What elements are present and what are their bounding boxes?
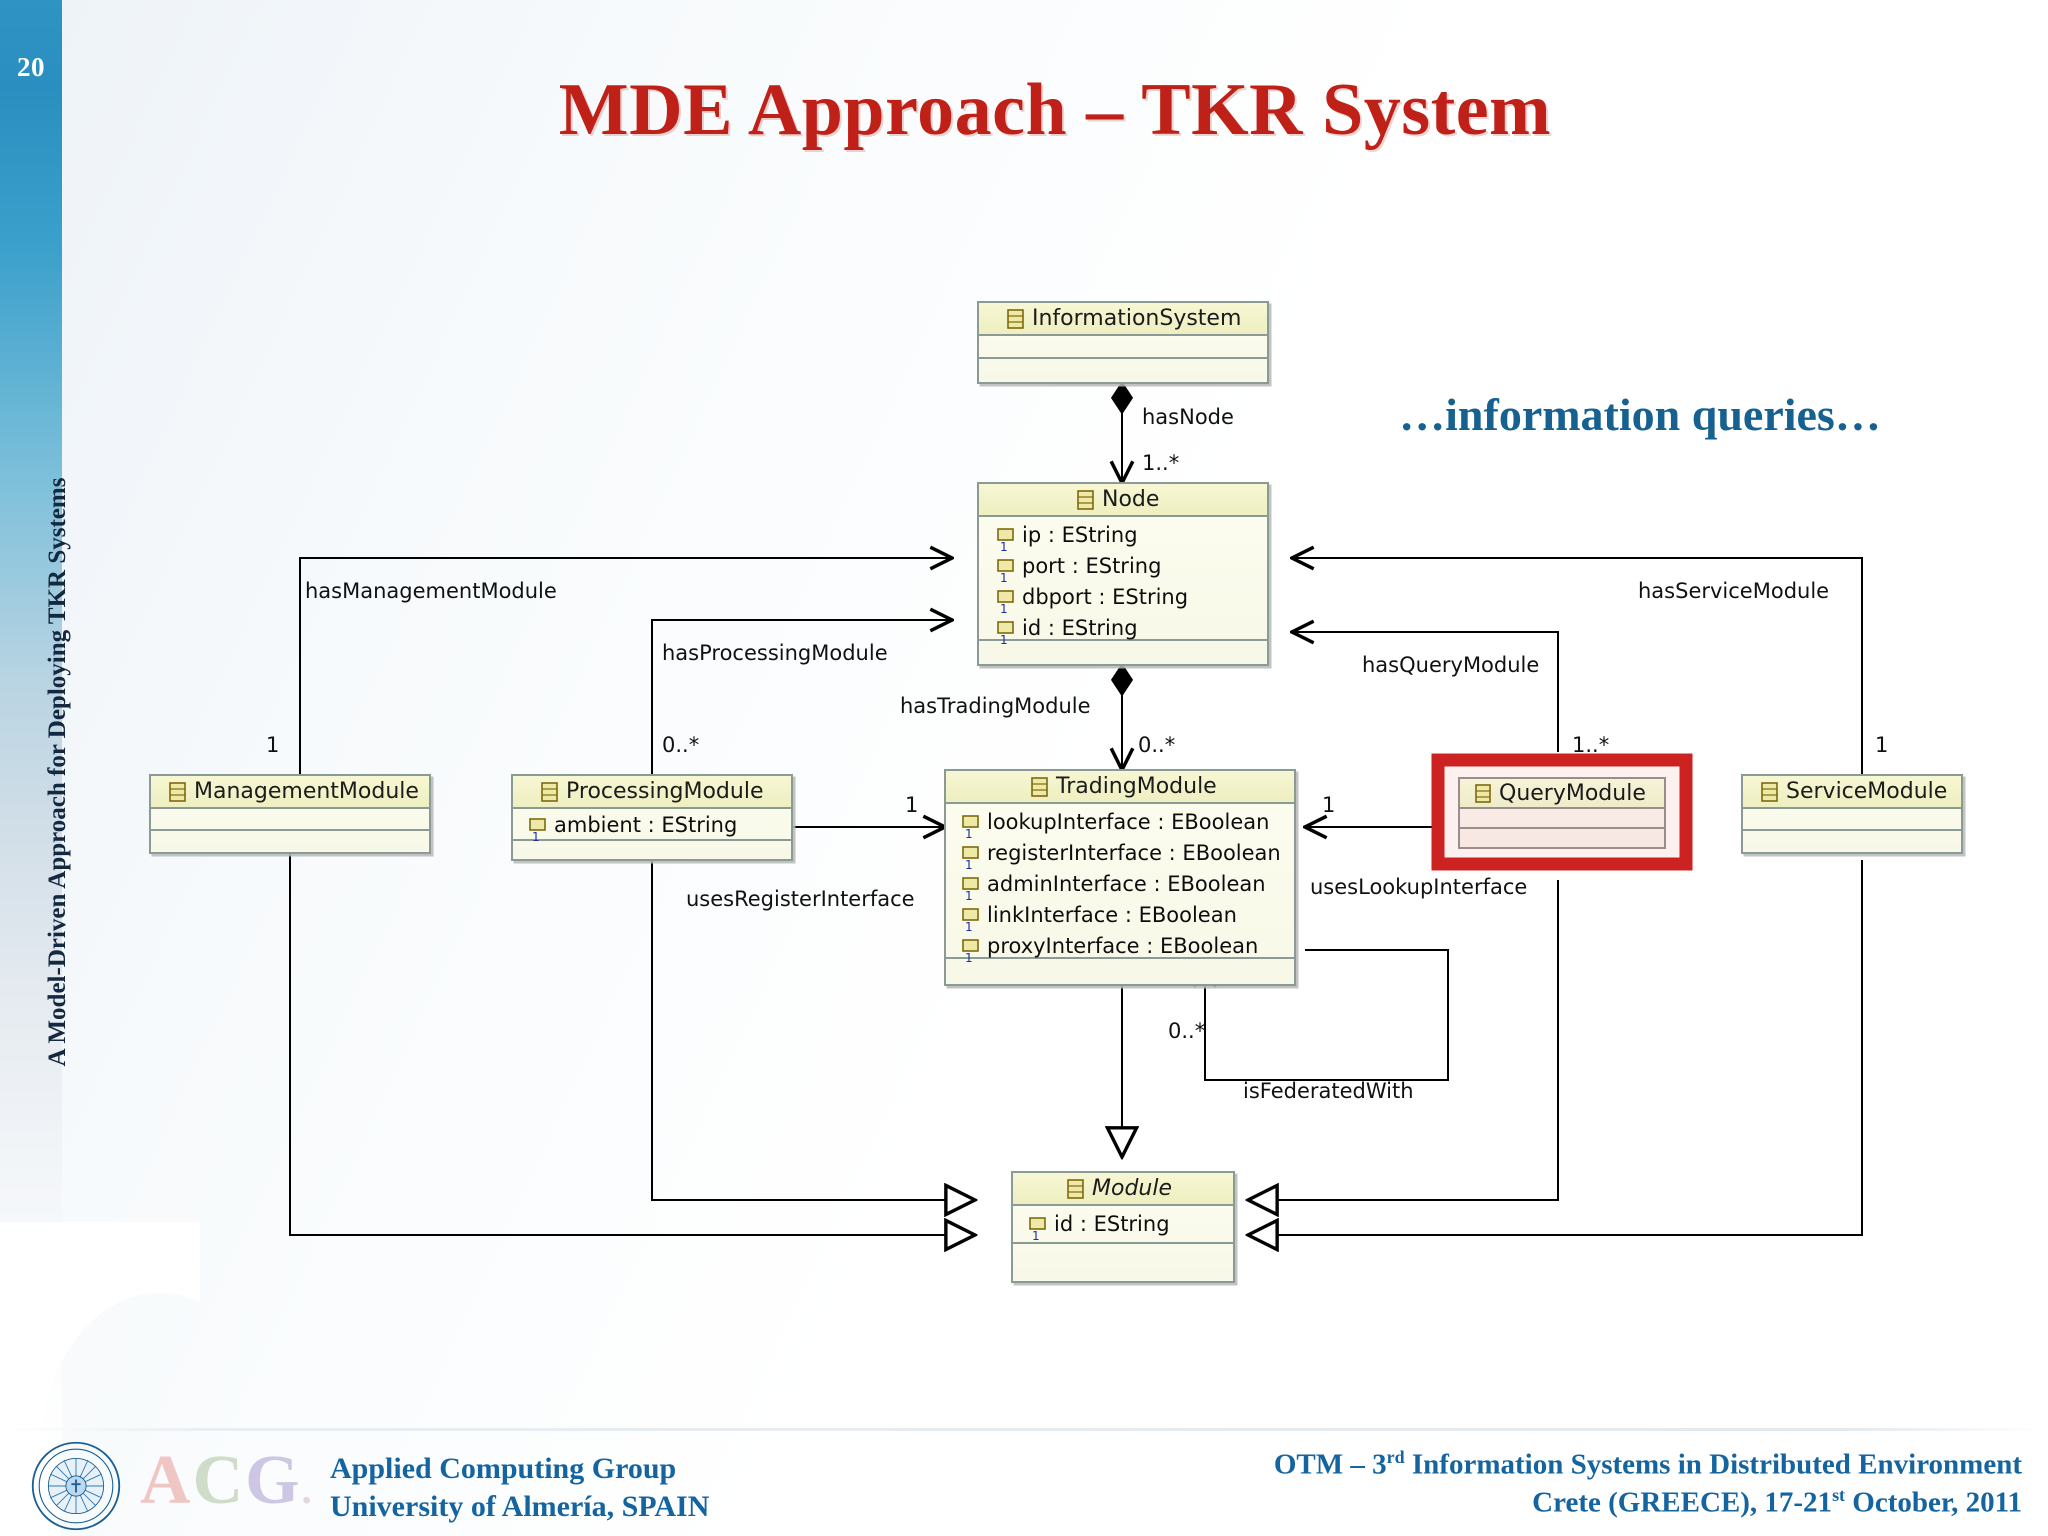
university-seal-icon [31,1441,121,1531]
footer-divider [0,1428,2048,1431]
attr-icon: 1 [962,908,979,934]
edge-label-usesRegisterInterface: usesRegisterInterface [686,887,915,911]
association-edges [299,383,1863,1081]
svg-text:1: 1 [965,920,973,934]
class-icon [1067,1179,1084,1199]
slide-footer: ACG. Applied Computing Group University … [0,1428,2048,1536]
uml-class-Module[interactable]: Module 1 id : EString [1011,1171,1235,1283]
generalization-edges [289,840,1863,1235]
uml-class-Node[interactable]: Node 1 ip : EString 1 port : EString 1 d… [977,482,1269,666]
svg-text:1: 1 [1000,571,1008,585]
class-attribute: dbport : EString [1022,585,1188,609]
svg-text:1: 1 [965,889,973,903]
acg-logo: ACG. [140,1442,314,1519]
slide-number: 20 [17,52,45,82]
svg-text:1: 1 [1000,633,1008,647]
class-attribute: ambient : EString [554,813,737,837]
uml-class-TradingModule[interactable]: TradingModule 1 lookupInterface : EBoole… [944,769,1296,986]
uml-class-ProcessingModule[interactable]: ProcessingModule 1 ambient : EString [511,774,793,861]
uml-class-diagram: InformationSystem Node 1 ip : EString 1 [149,301,1963,1283]
page-title: MDE Approach – TKR System [558,69,1552,151]
class-attribute: linkInterface : EBoolean [987,903,1237,927]
mult-proc-to-trading: 1 [905,793,918,817]
class-attribute: lookupInterface : EBoolean [987,810,1269,834]
uml-class-QueryModule[interactable]: QueryModule [1431,753,1693,871]
mult-hasTradingModule: 0..* [1138,733,1175,757]
class-icon [1475,784,1491,803]
class-attribute: adminInterface : EBoolean [987,872,1266,896]
uml-class-InformationSystem[interactable]: InformationSystem [977,301,1269,384]
class-icon [1077,490,1094,510]
mult-hasServiceModule: 1 [1875,733,1888,757]
class-icon [1031,777,1048,797]
attr-icon: 1 [529,818,546,844]
attr-icon: 1 [1029,1217,1046,1243]
svg-text:1: 1 [1000,540,1008,554]
attr-icon: 1 [962,846,979,872]
class-name: ManagementModule [194,779,419,804]
edge-label-usesLookupInterface: usesLookupInterface [1310,875,1527,899]
conference-line-2: Crete (GREECE), 17-21st October, 2011 [1532,1485,2022,1519]
svg-text:1: 1 [965,951,973,965]
svg-text:1: 1 [965,858,973,872]
class-icon [1007,309,1024,329]
mult-hasProcessingModule: 0..* [662,733,699,757]
group-name: Applied Computing Group [330,1452,677,1485]
class-name: Module [1092,1176,1172,1201]
edge-labels: hasNode 1..* hasManagementModule 1 hasPr… [266,405,1888,1103]
edge-label-hasQueryModule: hasQueryModule [1362,653,1539,677]
edge-label-hasProcessingModule: hasProcessingModule [662,641,888,665]
attr-icon: 1 [962,939,979,965]
svg-text:1: 1 [1032,1229,1040,1243]
svg-text:1: 1 [1000,602,1008,616]
mult-hasQueryModule: 1..* [1572,733,1609,757]
group-university: University of Almería, SPAIN [330,1490,710,1524]
class-attribute: port : EString [1022,554,1161,578]
attr-icon: 1 [997,559,1014,585]
attr-icon: 1 [997,621,1014,647]
edge-label-hasTradingModule: hasTradingModule [900,694,1091,718]
uml-class-ServiceModule[interactable]: ServiceModule [1741,774,1963,854]
class-name: QueryModule [1499,781,1646,806]
edge-label-hasManagementModule: hasManagementModule [305,579,557,603]
class-attribute: proxyInterface : EBoolean [987,934,1258,958]
class-icon [541,782,558,802]
mult-hasManagementModule: 1 [266,733,279,757]
class-name: InformationSystem [1032,306,1241,331]
svg-text:1: 1 [965,827,973,841]
attr-icon: 1 [962,815,979,841]
callout-text: …information queries… [1399,389,1881,440]
class-attribute: id : EString [1022,616,1138,640]
edge-label-hasNode: hasNode [1142,405,1234,429]
class-attribute: registerInterface : EBoolean [987,841,1281,865]
mult-query-to-trading: 1 [1322,793,1335,817]
class-name: Node [1102,487,1159,512]
conference-line-1: OTM – 3rd Information Systems in Distrib… [1273,1447,2022,1481]
group-affiliation: Applied Computing Group University of Al… [330,1450,709,1527]
edge-label-hasServiceModule: hasServiceModule [1638,579,1829,603]
uml-class-ManagementModule[interactable]: ManagementModule [149,774,431,854]
class-name: ServiceModule [1786,779,1947,804]
svg-text:1: 1 [532,830,540,844]
attr-icon: 1 [997,528,1014,554]
class-icon [169,782,186,802]
class-attribute: id : EString [1054,1212,1170,1236]
class-icon [1761,782,1778,802]
conference-info: OTM – 3rd Information Systems in Distrib… [1274,1446,2022,1523]
mult-isFederatedWith: 0..* [1168,1019,1205,1043]
mult-hasNode: 1..* [1142,451,1179,475]
attr-icon: 1 [997,590,1014,616]
class-attribute: ip : EString [1022,523,1138,547]
attr-icon: 1 [962,877,979,903]
class-name: TradingModule [1055,774,1217,799]
class-name: ProcessingModule [566,779,763,804]
edge-label-isFederatedWith: isFederatedWith [1243,1079,1414,1103]
